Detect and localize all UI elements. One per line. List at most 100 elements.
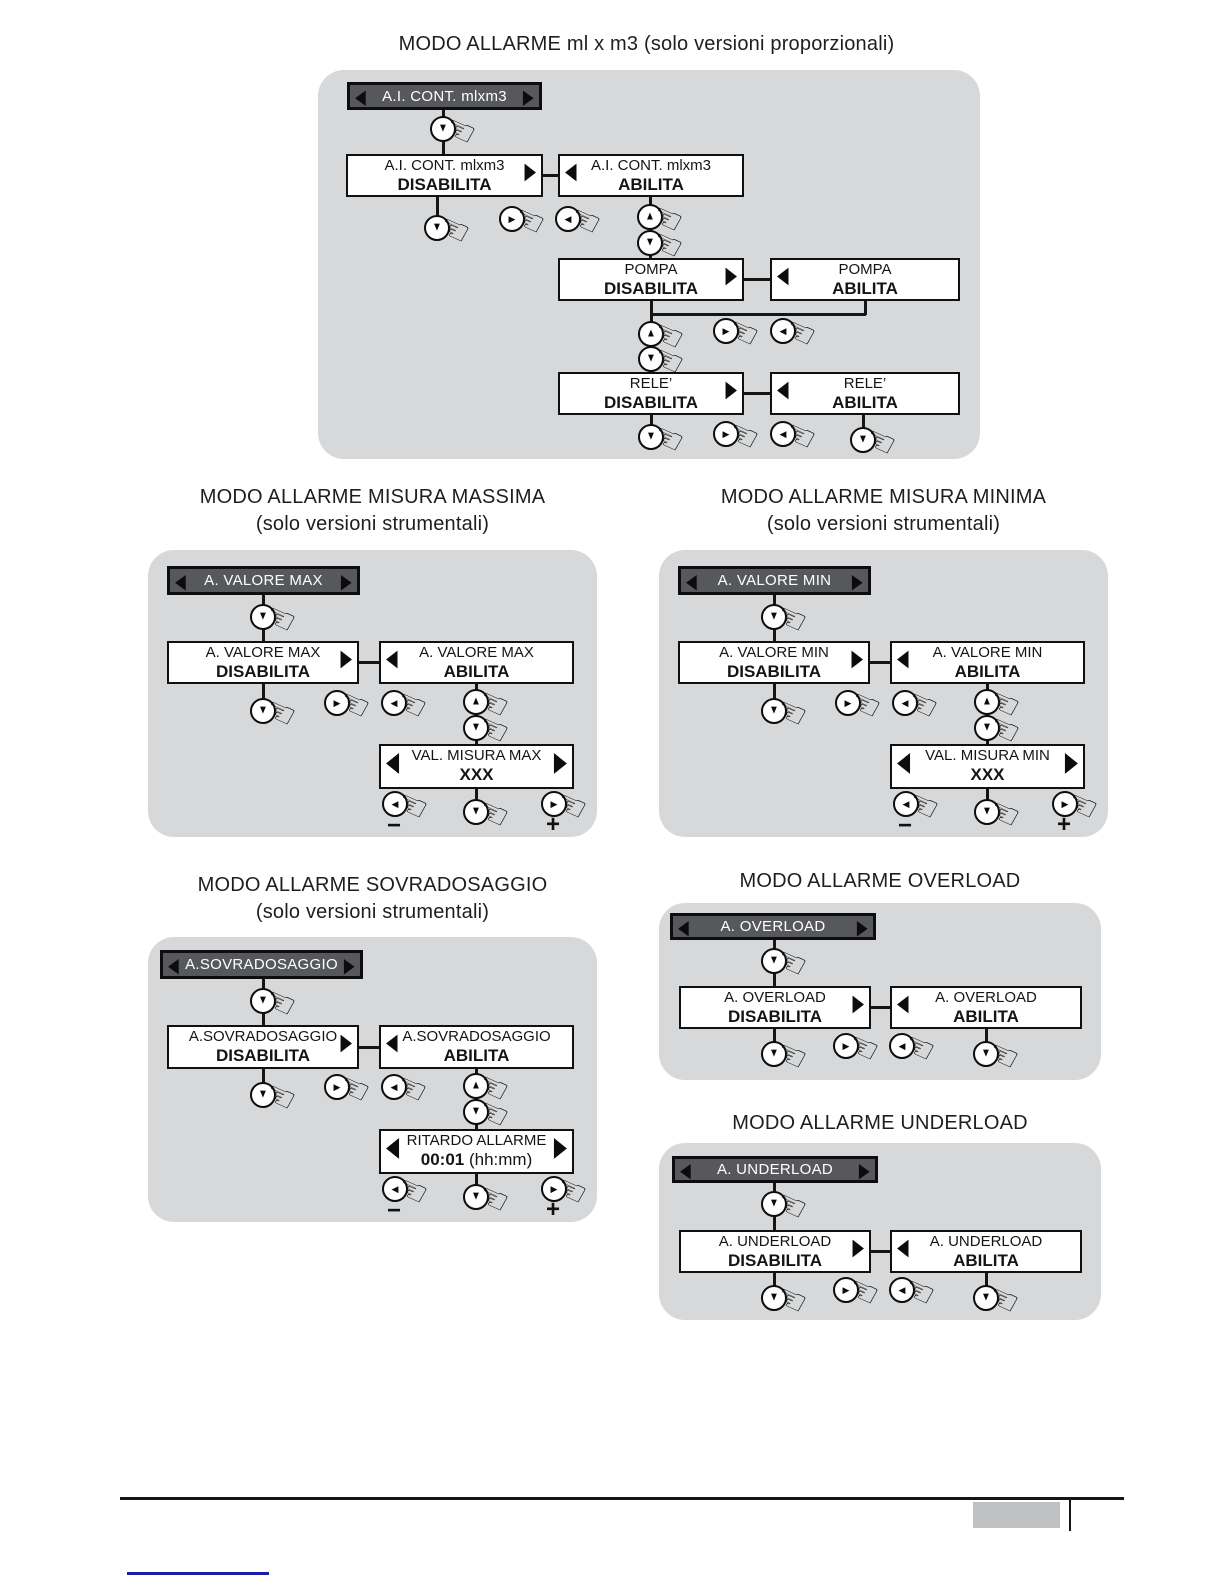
down-arrow-icon: ▼	[761, 1285, 787, 1311]
down-arrow-button[interactable]: ▼☜	[761, 689, 813, 737]
right-arrow-button[interactable]: ▶☜	[324, 681, 376, 729]
menu-box-rele-disabilita: RELE’ DISABILITA ▶	[558, 372, 744, 415]
down-arrow-button[interactable]: ▼☜	[463, 706, 515, 754]
down-arrow-button[interactable]: ▼☜	[761, 1276, 813, 1324]
left-arrow-icon: ◀	[770, 318, 796, 344]
left-arrow-button[interactable]: ◀☜	[889, 1024, 941, 1072]
box-line1: A.I. CONT. mlxm3	[590, 157, 711, 174]
connector-line	[262, 684, 265, 700]
box-line2: XXX	[970, 764, 1005, 784]
menu-box-rele-abilita: RELE’ ABILITA ◀	[770, 372, 960, 415]
down-arrow-button[interactable]: ▼☜	[761, 939, 813, 987]
down-arrow-button[interactable]: ▼☜	[637, 221, 689, 269]
down-arrow-button[interactable]: ▼☜	[761, 595, 813, 643]
down-arrow-button[interactable]: ▼☜	[250, 689, 302, 737]
up-arrow-button[interactable]: ▲☜	[974, 680, 1026, 728]
down-arrow-icon: ▼	[250, 1082, 276, 1108]
down-arrow-button[interactable]: ▼☜	[761, 1182, 813, 1230]
down-arrow-button[interactable]: ▼☜	[430, 107, 482, 155]
right-arrow-icon: ▶	[340, 1029, 352, 1056]
down-arrow-button[interactable]: ▼☜	[250, 1073, 302, 1121]
left-arrow-icon: ◀	[565, 158, 577, 185]
connector-line	[870, 661, 890, 664]
right-arrow-button[interactable]: ▶☜	[713, 309, 765, 357]
right-arrow-icon: ▶	[324, 690, 350, 716]
box-line1: A.SOVRADOSAGGIO	[188, 1028, 338, 1045]
right-arrow-button[interactable]: ▶☜	[499, 197, 551, 245]
right-arrow-icon: ▶	[499, 206, 525, 232]
box-line1: RELE’	[843, 375, 887, 392]
left-arrow-icon: ◀	[678, 914, 690, 939]
down-arrow-button[interactable]: ▼☜	[973, 1032, 1025, 1080]
box-line2: DISABILITA	[727, 1006, 823, 1026]
minus-sign: −	[387, 1197, 402, 1224]
down-arrow-button[interactable]: ▼☜	[250, 595, 302, 643]
minus-sign: −	[898, 812, 913, 839]
box-line1: VAL. MISURA MIN	[925, 747, 1050, 764]
box-line2: ABILITA	[443, 1045, 510, 1065]
menu-box-val-misura-min: VAL. MISURA MIN XXX ◀ ▶	[890, 744, 1085, 789]
left-arrow-icon: ◀	[382, 1176, 408, 1202]
panel-misura-minima	[659, 550, 1108, 837]
left-arrow-button[interactable]: ◀☜	[382, 782, 434, 830]
down-arrow-button[interactable]: ▼☜	[974, 706, 1026, 754]
right-arrow-icon: ▶	[833, 1033, 859, 1059]
left-arrow-button[interactable]: ◀☜	[893, 782, 945, 830]
left-arrow-icon: ◀	[889, 1033, 915, 1059]
left-arrow-button[interactable]: ◀☜	[381, 681, 433, 729]
up-arrow-button[interactable]: ▲☜	[463, 1064, 515, 1112]
menu-box-underload-disabilita: A. UNDERLOAD DISABILITA ▶	[679, 1230, 871, 1273]
footer-link-underline[interactable]	[127, 1572, 269, 1575]
right-arrow-button[interactable]: ▶☜	[833, 1268, 885, 1316]
left-arrow-button[interactable]: ◀☜	[382, 1167, 434, 1215]
down-arrow-button[interactable]: ▼☜	[761, 1032, 813, 1080]
down-arrow-icon: ▼	[974, 715, 1000, 741]
left-arrow-button[interactable]: ◀☜	[381, 1065, 433, 1113]
left-arrow-icon: ◀	[386, 1131, 400, 1162]
left-arrow-icon: ◀	[893, 791, 919, 817]
left-arrow-button[interactable]: ◀☜	[770, 309, 822, 357]
right-arrow-button[interactable]: ▶☜	[713, 412, 765, 460]
left-arrow-icon: ◀	[897, 746, 911, 777]
right-arrow-icon: ▶	[725, 262, 737, 289]
connector-line	[744, 278, 770, 281]
box-line1: A. VALORE MAX	[205, 644, 321, 661]
right-arrow-icon: ▶	[1052, 791, 1078, 817]
down-arrow-icon: ▼	[463, 1184, 489, 1210]
right-arrow-icon: ▶	[553, 746, 567, 777]
connector-line	[262, 1069, 265, 1085]
down-arrow-button[interactable]: ▼☜	[424, 206, 476, 254]
down-arrow-button[interactable]: ▼☜	[638, 415, 690, 463]
left-arrow-button[interactable]: ◀☜	[770, 412, 822, 460]
down-arrow-icon: ▼	[638, 346, 664, 372]
down-arrow-button[interactable]: ▼☜	[973, 1276, 1025, 1324]
up-arrow-button[interactable]: ▲☜	[637, 195, 689, 243]
menu-header-valore-max: ◀ A. VALORE MAX ▶	[167, 566, 360, 595]
right-arrow-button[interactable]: ▶☜	[1052, 782, 1104, 830]
right-arrow-button[interactable]: ▶☜	[833, 1024, 885, 1072]
right-arrow-button[interactable]: ▶☜	[541, 1167, 593, 1215]
left-arrow-icon: ◀	[381, 690, 407, 716]
right-arrow-button[interactable]: ▶☜	[324, 1065, 376, 1113]
connector-line	[650, 313, 866, 316]
down-arrow-button[interactable]: ▼☜	[850, 418, 902, 466]
right-arrow-button[interactable]: ▶☜	[541, 782, 593, 830]
down-arrow-button[interactable]: ▼☜	[250, 979, 302, 1027]
left-arrow-icon: ◀	[382, 791, 408, 817]
right-arrow-button[interactable]: ▶☜	[835, 681, 887, 729]
down-arrow-button[interactable]: ▼☜	[638, 337, 690, 385]
box-line2: DISABILITA	[727, 1250, 823, 1270]
up-arrow-button[interactable]: ▲☜	[463, 680, 515, 728]
left-arrow-button[interactable]: ◀☜	[892, 681, 944, 729]
box-line2: ABILITA	[443, 661, 510, 681]
down-arrow-button[interactable]: ▼☜	[463, 790, 515, 838]
left-arrow-icon: ◀	[381, 1074, 407, 1100]
down-arrow-button[interactable]: ▼☜	[463, 1175, 515, 1223]
left-arrow-button[interactable]: ◀☜	[555, 197, 607, 245]
box-line2: DISABILITA	[215, 661, 311, 681]
panel-sovradosaggio	[148, 937, 597, 1222]
down-arrow-button[interactable]: ▼☜	[463, 1090, 515, 1138]
left-arrow-button[interactable]: ◀☜	[889, 1268, 941, 1316]
down-arrow-button[interactable]: ▼☜	[974, 790, 1026, 838]
up-arrow-button[interactable]: ▲☜	[638, 312, 690, 360]
